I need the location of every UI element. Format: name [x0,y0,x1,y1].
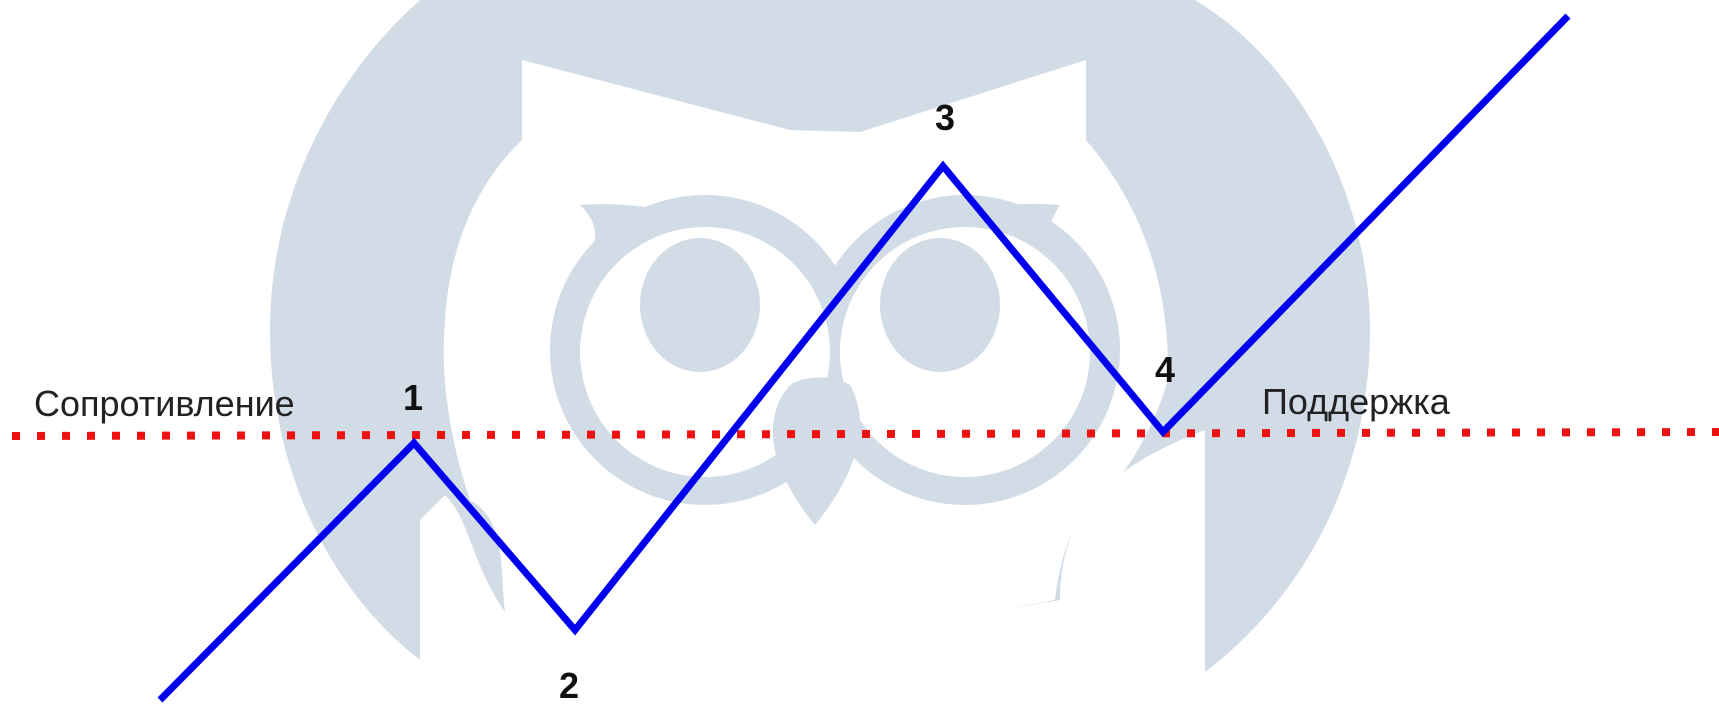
resistance-label: Сопротивление [34,383,295,424]
point-label-3: 3 [935,97,955,138]
price-path-line [157,13,1571,703]
point-label-1: 1 [403,377,423,418]
owl-pupil-right [880,238,1000,372]
support-resistance-level-line [11,428,1719,440]
point-label-2: 2 [559,665,579,705]
owl-beak [772,377,860,525]
owl-pupil-left [640,238,760,372]
point-label-4: 4 [1155,349,1175,390]
owl-logo-icon [270,0,1370,672]
support-label: Поддержка [1262,381,1451,422]
